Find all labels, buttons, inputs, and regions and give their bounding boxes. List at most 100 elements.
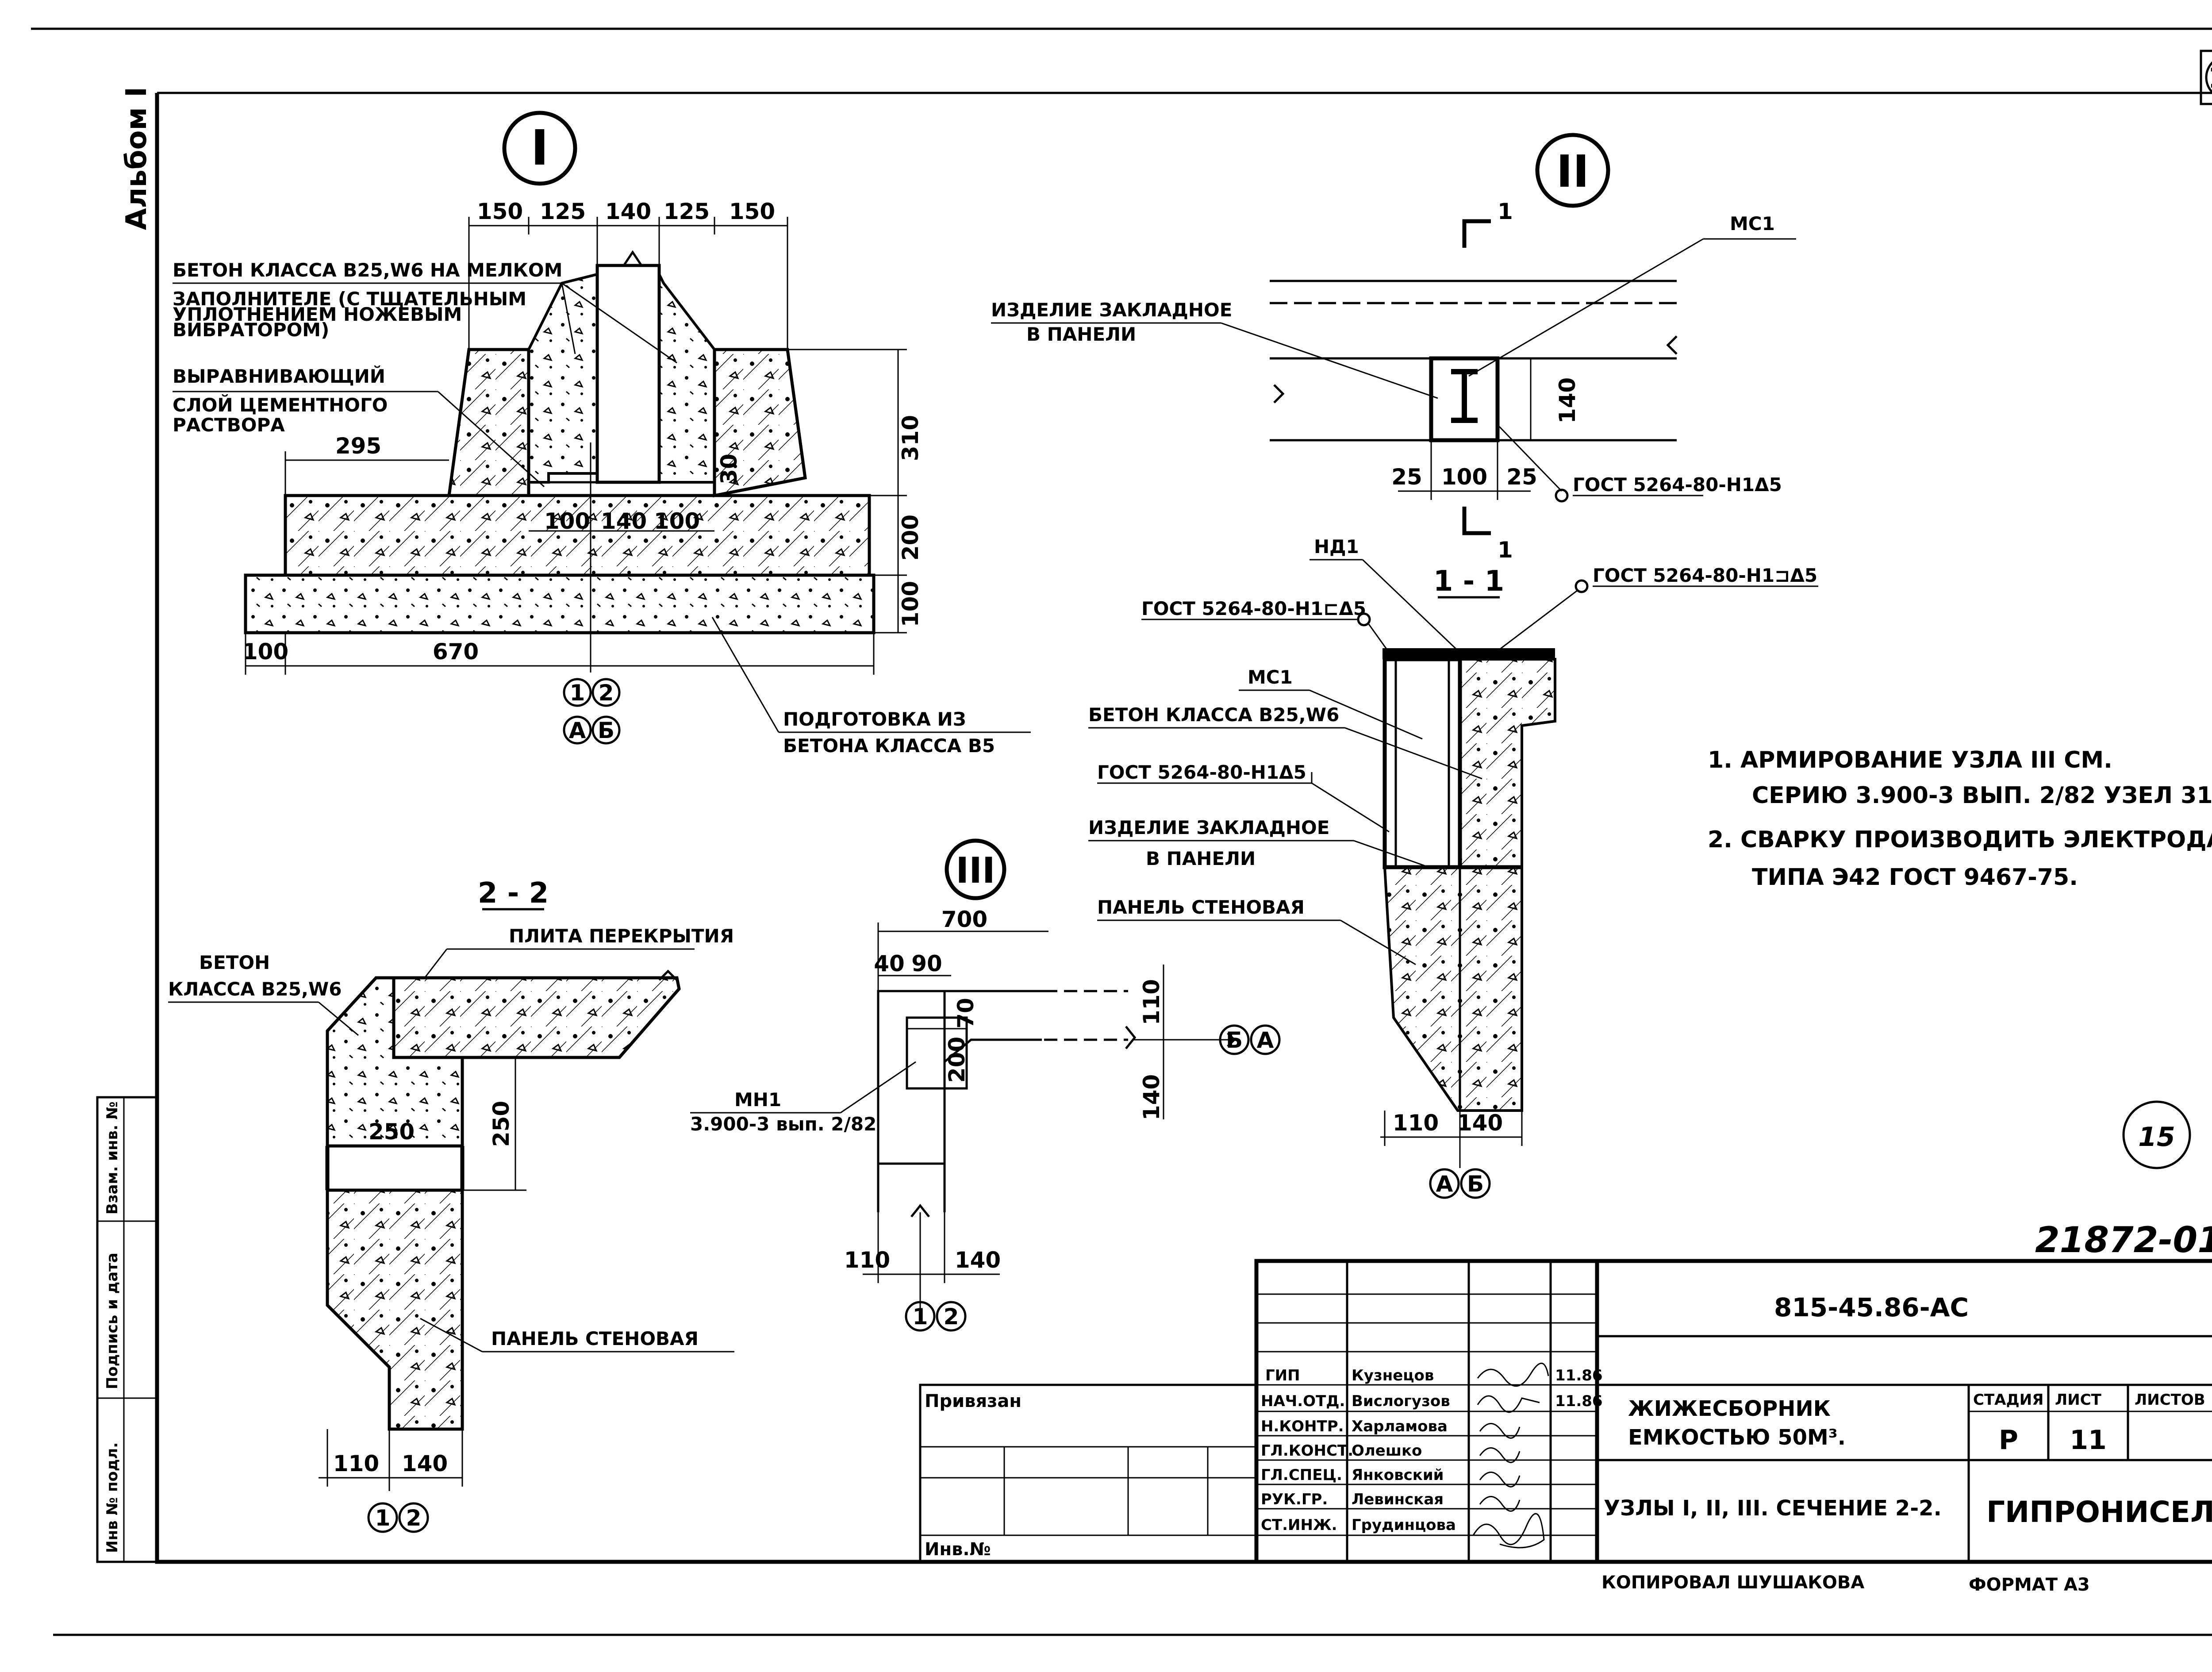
node2-dim-100: 100 bbox=[1441, 464, 1487, 490]
node1-axis-b: Б bbox=[598, 718, 614, 743]
node3-axis-b: Б bbox=[1226, 1027, 1243, 1053]
section22-wall-panel bbox=[326, 1188, 464, 1431]
node2-badge: II bbox=[1556, 146, 1589, 197]
node1-dim-140: 140 bbox=[605, 199, 651, 224]
node1-dim-mid-100a: 100 bbox=[544, 508, 590, 534]
section11-weld-tl-circle bbox=[1357, 612, 1371, 627]
privyazan-label: Привязан bbox=[925, 1391, 1022, 1411]
stage-label: СТАДИЯ bbox=[1973, 1391, 2043, 1409]
node3-axis-2: 2 bbox=[944, 1304, 959, 1330]
node2-leader-embed bbox=[1221, 322, 1438, 399]
node3-leader-mn1 bbox=[840, 1061, 916, 1114]
staff-date-1: 11.86 bbox=[1555, 1392, 1603, 1410]
node1-axis-a: А bbox=[569, 718, 586, 743]
node3-dim-40: 40 bbox=[874, 951, 905, 976]
section-2-2: 2 - 2 ПЛИТА ПЕРЕКРЫТИЯ БЕТОН КЛАССА В25,… bbox=[168, 877, 734, 1533]
staff-name-1: Вислогузов bbox=[1352, 1392, 1450, 1410]
node-2: II 1 1 МС1 ИЗДЕЛИЕ ЗАКЛАДНОЕ В ПАНЕЛИ 14… bbox=[991, 133, 1796, 563]
side-stamp: Инв № подл. Подпись и дата Взам. инв. № bbox=[96, 1096, 158, 1563]
section22-dim-140: 140 bbox=[402, 1451, 448, 1476]
node3-axis-b-circle bbox=[1219, 1024, 1250, 1055]
node3-dim-bottom-140: 140 bbox=[955, 1247, 1001, 1273]
node1-break-mark bbox=[622, 250, 643, 266]
node3-badge-circle bbox=[945, 838, 1006, 900]
section11-wall-panel bbox=[1383, 866, 1523, 1112]
sheet-stamp-number: 15 bbox=[2138, 1122, 2175, 1153]
section-1-1: 1 - 1 НД1 ГОСТ 5264-80-Н1⊐Δ5 ГОСТ 5264-8… bbox=[1088, 536, 1818, 1199]
note-1-line-1: 1. АРМИРОВАНИЕ УЗЛА III СМ. bbox=[1708, 747, 2112, 773]
node1-label-concrete-l2: ЗАПОЛНИТЕЛЕ (С ТЩАТЕЛЬНЫМ bbox=[173, 288, 526, 310]
section11-axis-a-circle bbox=[1429, 1168, 1460, 1199]
node1-grout-left bbox=[527, 273, 599, 484]
sheet-title: УЗЛЫ I, II, III. СЕЧЕНИЕ 2-2. bbox=[1604, 1496, 1942, 1521]
node1-left-wall bbox=[447, 348, 530, 497]
node3-outer-shape bbox=[877, 990, 946, 1165]
node2-break-left bbox=[1273, 384, 1285, 404]
side-stamp-inv: Инв № подл. bbox=[104, 1442, 121, 1553]
section22-dim-250-h: 250 bbox=[369, 1119, 415, 1145]
section11-label-ms1: МС1 bbox=[1248, 666, 1293, 688]
staff-name-2: Харламова bbox=[1352, 1418, 1448, 1435]
node3-axis-2-circle bbox=[936, 1301, 967, 1332]
node1-label-level-l3: РАСТВОРА bbox=[173, 414, 285, 436]
section11-label-panel: ПАНЕЛЬ СТЕНОВАЯ bbox=[1097, 896, 1305, 918]
node2-break-right bbox=[1666, 335, 1678, 355]
node3-dim-70: 70 bbox=[953, 998, 979, 1029]
staff-role-1: НАЧ.ОТД. bbox=[1261, 1392, 1345, 1410]
section22-label-concrete-l2: КЛАССА В25,W6 bbox=[168, 978, 342, 1000]
section11-dim-140: 140 bbox=[1457, 1110, 1503, 1136]
node1-leader-concrete bbox=[561, 282, 677, 364]
section11-weld-tr-circle bbox=[1575, 579, 1589, 593]
section11-title: 1 - 1 bbox=[1433, 565, 1504, 598]
side-stamp-frame bbox=[96, 1096, 158, 1563]
node3-dim-140: 140 bbox=[1139, 1074, 1164, 1120]
sheet-value: 11 bbox=[2070, 1425, 2107, 1456]
node2-cut-top bbox=[1462, 219, 1491, 248]
doc-code: 815-45.86-АС bbox=[1774, 1292, 1969, 1322]
node2-cut-top-label: 1 bbox=[1498, 199, 1513, 224]
section11-leader-ms1 bbox=[1309, 689, 1423, 740]
section11-weld-mid: ГОСТ 5264-80-Н1Δ5 bbox=[1097, 761, 1306, 783]
staff-name-5: Левинская bbox=[1352, 1491, 1444, 1508]
node2-badge-circle bbox=[1535, 133, 1610, 208]
node1-axis-a-circle bbox=[563, 715, 592, 745]
staff-role-5: РУК.ГР. bbox=[1261, 1491, 1328, 1508]
note-2-line-2: ТИПА Э42 ГОСТ 9467-75. bbox=[1752, 864, 2078, 891]
note-2-line-1: 2. СВАРКУ ПРОИЗВОДИТЬ ЭЛЕКТРОДАМИ bbox=[1708, 826, 2212, 853]
node1-label-prep-l1: ПОДГОТОВКА ИЗ bbox=[783, 708, 966, 730]
section22-axis-2: 2 bbox=[406, 1505, 422, 1531]
node1-label-level-l2: СЛОЙ ЦЕМЕНТНОГО bbox=[173, 394, 388, 416]
node1-dim-310: 310 bbox=[898, 415, 923, 461]
sheet-label: ЛИСТ bbox=[2055, 1391, 2102, 1409]
node1-dim-100-left: 100 bbox=[242, 639, 288, 665]
section11-label-embed-l2: В ПАНЕЛИ bbox=[1146, 848, 1256, 869]
staff-name-6: Грудинцова bbox=[1352, 1516, 1456, 1534]
section11-label-concrete: БЕТОН КЛАССА В25,W6 bbox=[1088, 704, 1339, 726]
staff-name-3: Олешко bbox=[1352, 1442, 1422, 1460]
staff-role-6: СТ.ИНЖ. bbox=[1261, 1516, 1337, 1534]
section11-leader-weld-tl bbox=[1367, 623, 1390, 653]
node2-cut-bottom-label: 1 bbox=[1498, 537, 1513, 563]
section22-label-concrete-l1: БЕТОН bbox=[199, 952, 270, 973]
staff-name-0: Кузнецов bbox=[1352, 1367, 1434, 1384]
notes: 1. АРМИРОВАНИЕ УЗЛА III СМ. СЕРИЮ 3.900-… bbox=[1708, 747, 2212, 891]
node1-badge: I bbox=[531, 119, 549, 176]
section11-axis-a: А bbox=[1436, 1171, 1453, 1197]
object-title-l2: ЕМКОСТЬЮ 50М³. bbox=[1628, 1425, 1846, 1450]
node3-axis-1: 1 bbox=[913, 1304, 928, 1330]
side-stamp-replace: Взам. инв. № bbox=[104, 1101, 121, 1215]
sheet-number-top: 15 bbox=[2200, 50, 2212, 105]
node1-dim-200: 200 bbox=[898, 515, 923, 561]
sheet-stamp-circle bbox=[2122, 1100, 2191, 1169]
node3-label-mn1-l2: 3.900-3 вып. 2/82 bbox=[690, 1113, 876, 1135]
section11-leader-weld-tr bbox=[1486, 590, 1578, 660]
section11-leader-concrete bbox=[1344, 727, 1482, 780]
node1-dim-mid-140: 140 bbox=[601, 508, 647, 534]
node1-dim-125b: 125 bbox=[664, 199, 710, 224]
section11-weld-top-right: ГОСТ 5264-80-Н1⊐Δ5 bbox=[1593, 565, 1817, 586]
staff-role-0: ГИП bbox=[1265, 1367, 1300, 1384]
node3-stub bbox=[877, 1164, 946, 1218]
node1-dim-125a: 125 bbox=[540, 199, 586, 224]
section11-leader-panel bbox=[1340, 919, 1416, 965]
